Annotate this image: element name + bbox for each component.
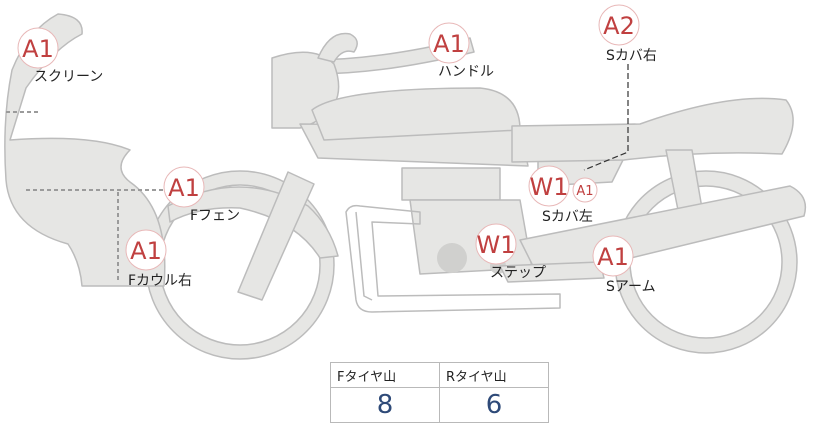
part-scover-left-grade: W1 [530,173,569,201]
part-handle: A1 ハンドル [428,22,494,80]
part-screen: A1 スクリーン [17,27,103,85]
part-screen-label: スクリーン [34,69,103,85]
part-ffender: A1 Fフェン [163,166,240,224]
part-scover-left-sub-grade: A1 [576,184,593,199]
part-step-label: ステップ [490,265,546,281]
tire-tread-table: Fタイヤ山 Rタイヤ山 8 6 [330,362,549,423]
part-fcowl-right-grade: A1 [130,237,162,265]
part-scover-left-label: Sカバ左 [542,209,593,225]
part-sarm-label: Sアーム [606,279,656,295]
front-cowl [4,13,166,287]
motorcycle-illustration: A1 スクリーン A1 ハンドル A2 Sカバ右 A1 Fフェン W1 A1 S… [4,4,807,360]
part-scover-right-grade: A2 [603,12,635,40]
mirror [317,32,358,63]
part-handle-label: ハンドル [438,64,494,80]
tire-table-header-row: Fタイヤ山 Rタイヤ山 [330,362,549,388]
part-fcowl-right-label: Fカウル右 [128,273,192,289]
part-scover-right-label: Sカバ右 [606,48,657,64]
engine-block [401,167,501,201]
step-bar [499,261,605,283]
part-ffender-label: Fフェン [190,208,240,224]
rear-tire-value: 6 [439,387,549,423]
part-sarm-grade: A1 [597,243,629,271]
front-tire-value: 8 [330,387,440,423]
part-fcowl-right: A1 Fカウル右 [125,229,192,289]
part-handle-grade: A1 [433,30,465,58]
part-sarm: A1 Sアーム [592,235,656,295]
fuel-tank [311,87,521,141]
part-scover-left: W1 A1 Sカバ左 [528,165,598,225]
rear-tire-header: Rタイヤ山 [439,362,549,388]
part-screen-grade: A1 [22,35,54,63]
part-step: W1 ステップ [475,223,546,281]
front-fork [237,171,315,301]
front-tire-header: Fタイヤ山 [330,362,440,388]
swing-arm [519,185,807,281]
exhaust-pipe [345,204,561,313]
part-ffender-grade: A1 [168,174,200,202]
tire-table-value-row: 8 6 [330,387,549,423]
seat [511,97,794,163]
part-scover-right: A2 Sカバ右 [598,4,657,64]
scover-right-leader-line [583,64,629,171]
part-step-grade: W1 [477,231,516,259]
